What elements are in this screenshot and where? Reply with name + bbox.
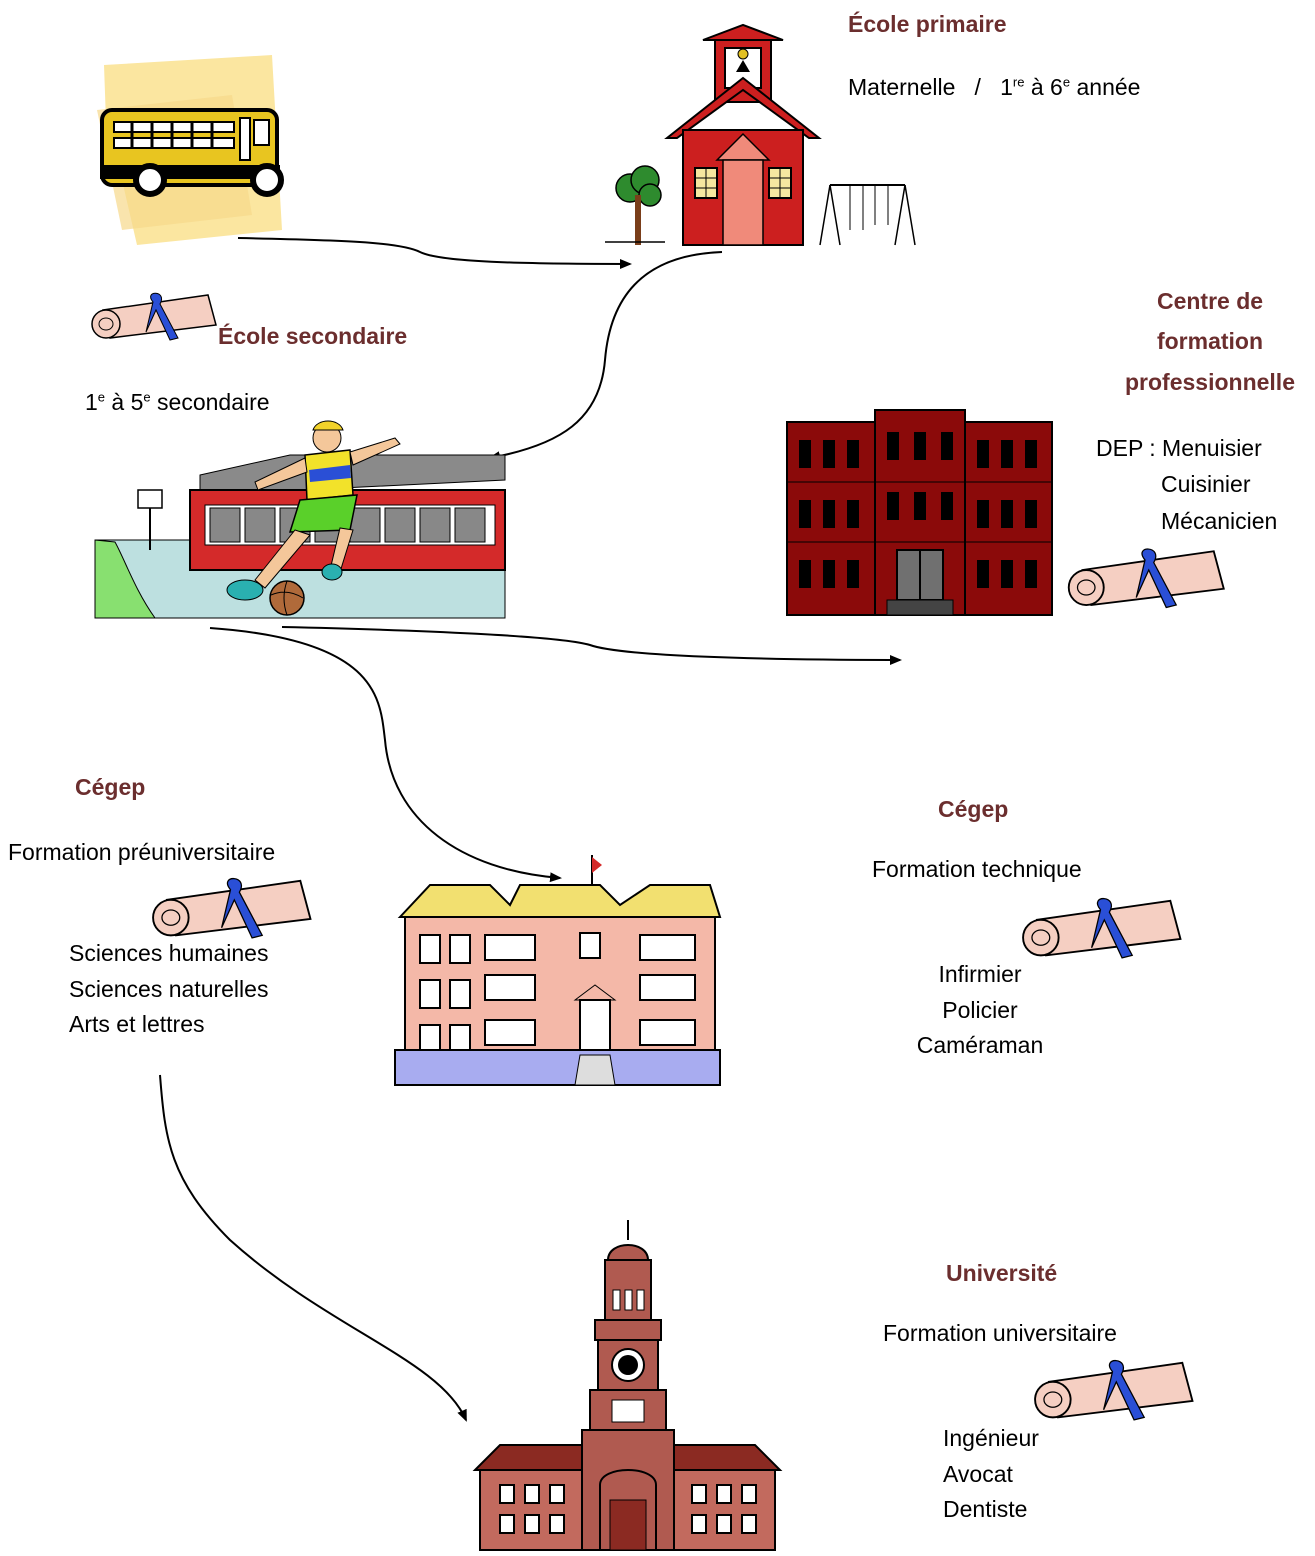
ordinal-sup: e [1062,74,1071,90]
job-item: Infirmier [938,961,1022,987]
diploma-icon [1067,548,1225,609]
cegep-pre-subtitle: Formation préuniversitaire [8,839,276,865]
secondary-school-levels: 1e à 5e secondaire [85,385,270,421]
university-illustration [472,1220,783,1551]
cegep-tech-subtitle: Formation technique [872,856,1082,882]
arrow-primary-to-secondary [488,251,723,462]
primary-school-illustration [605,23,916,246]
secondary-school-illustration [94,420,506,619]
diploma-icon [1022,897,1182,959]
vocational-dep-label: DEP : Menuisier [1096,435,1262,461]
university-title: Université [946,1260,1058,1286]
levels-end: secondaire [150,389,270,415]
ordinal-sup: e [97,389,106,405]
diploma-icon [152,877,312,939]
vocational-centre-title: Centre de formation professionnelle [1110,281,1310,402]
title-line: Centre de [1156,288,1264,314]
vocational-job: Cuisinier [1161,471,1251,497]
arrow-secondary-to-cegep [209,627,562,883]
primary-school-levels: Maternelle / 1re à 6e année [848,70,1140,106]
primary-school-title: École primaire [848,11,1007,37]
ordinal-sup: re [1012,74,1025,90]
vocational-job: Mécanicien [1161,508,1278,534]
program-item: Arts et lettres [69,1011,205,1038]
arrow-bus-to-primary [237,237,632,269]
cegep-pre-programs: Sciences humaines Sciences naturelles Ar… [69,936,268,1043]
levels-start: 1 [85,389,98,415]
cegep-tech-jobs: Infirmier Policier Caméraman [910,957,1050,1064]
cegep-tech-title: Cégep [938,796,1009,822]
ordinal-sup: e [143,389,151,405]
cegep-pre-title: Cégep [75,774,146,800]
diploma-icon [91,292,217,341]
levels-start: Maternelle / 1 [848,74,1013,100]
job-item: Ingénieur [943,1425,1039,1451]
title-line: formation [1156,328,1264,355]
levels-end: année [1070,74,1141,100]
arrow-cegep-to-university [159,1074,467,1422]
job-item: Avocat [943,1460,1013,1487]
school-bus-illustration [97,55,284,245]
job-item: Dentiste [943,1496,1028,1523]
university-jobs: Ingénieur Avocat Dentiste [943,1421,1039,1528]
vocational-centre-illustration [786,409,1053,616]
job-item: Caméraman [916,1032,1044,1059]
levels-mid: à 5 [105,389,144,415]
levels-mid: à 6 [1024,74,1063,100]
university-subtitle: Formation universitaire [883,1320,1117,1346]
job-item: Policier [942,996,1018,1023]
program-item: Sciences naturelles [69,975,269,1002]
program-item: Sciences humaines [69,940,269,966]
diploma-icon [1034,1359,1194,1421]
secondary-school-title: École secondaire [218,323,408,349]
arrow-secondary-to-vocational [281,626,902,665]
title-line: professionnelle [1125,368,1295,395]
cegep-illustration [394,855,722,1086]
